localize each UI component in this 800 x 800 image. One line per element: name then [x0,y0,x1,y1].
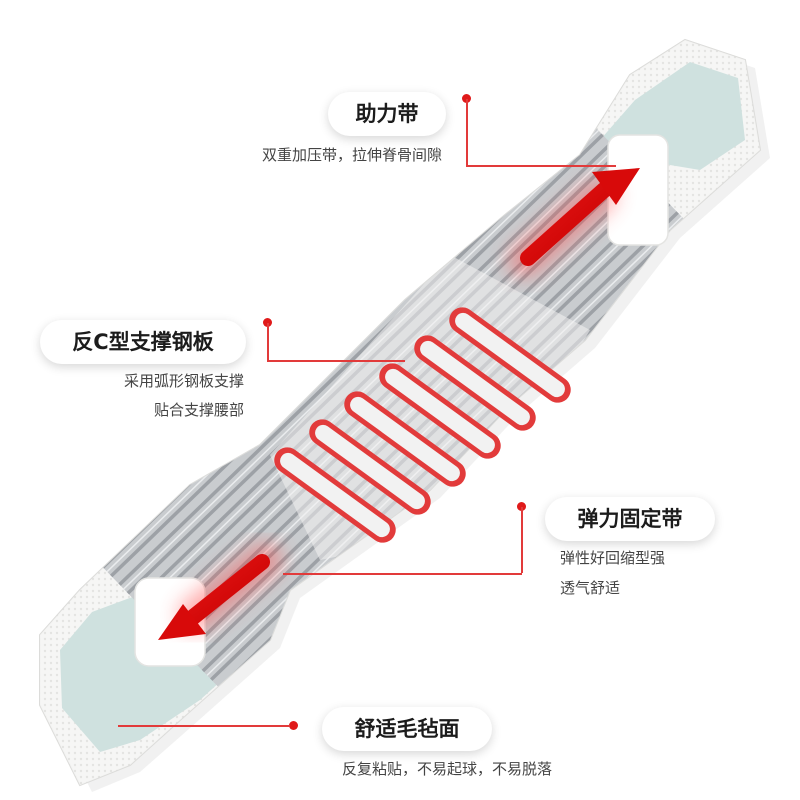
leader-line-elastic-band-h [283,573,522,575]
leader-line-assist-band-v [466,99,468,165]
callout-c-steel-desc-line1: 采用弧形钢板支撑 [123,372,244,390]
leader-line-felt-surface-h [118,725,290,727]
marker-dot-felt-surface-icon [289,721,298,730]
steel-plates [274,307,571,543]
callout-felt-surface-desc: 反复粘贴，不易起球，不易脱落 [342,760,553,778]
callout-felt-surface-title: 舒适毛毡面 [322,707,492,751]
leader-line-c-steel-h [267,360,405,362]
callout-c-steel-desc-line2: 贴合支撑腰部 [153,401,244,419]
stretch-arrow-lower-icon [158,543,282,640]
callout-elastic-band-desc-line1: 弹性好回缩型强 [560,549,666,567]
callout-elastic-band-title: 弹力固定带 [545,497,715,541]
callout-assist-band-title: 助力带 [328,92,446,136]
leader-line-assist-band-h [466,165,616,167]
callout-c-steel-title: 反C型支撑钢板 [40,320,246,364]
marker-dot-assist-band-icon [462,94,471,103]
stretch-arrow-upper-icon [508,168,640,277]
callout-assist-band-desc: 双重加压带，拉伸脊骨间隙 [261,146,442,164]
leader-line-elastic-band-v [521,507,523,573]
marker-dot-elastic-band-icon [517,502,526,511]
leader-line-c-steel-v [267,323,269,360]
callout-elastic-band-desc-line2: 透气舒适 [560,579,621,597]
marker-dot-c-steel-icon [263,318,272,327]
